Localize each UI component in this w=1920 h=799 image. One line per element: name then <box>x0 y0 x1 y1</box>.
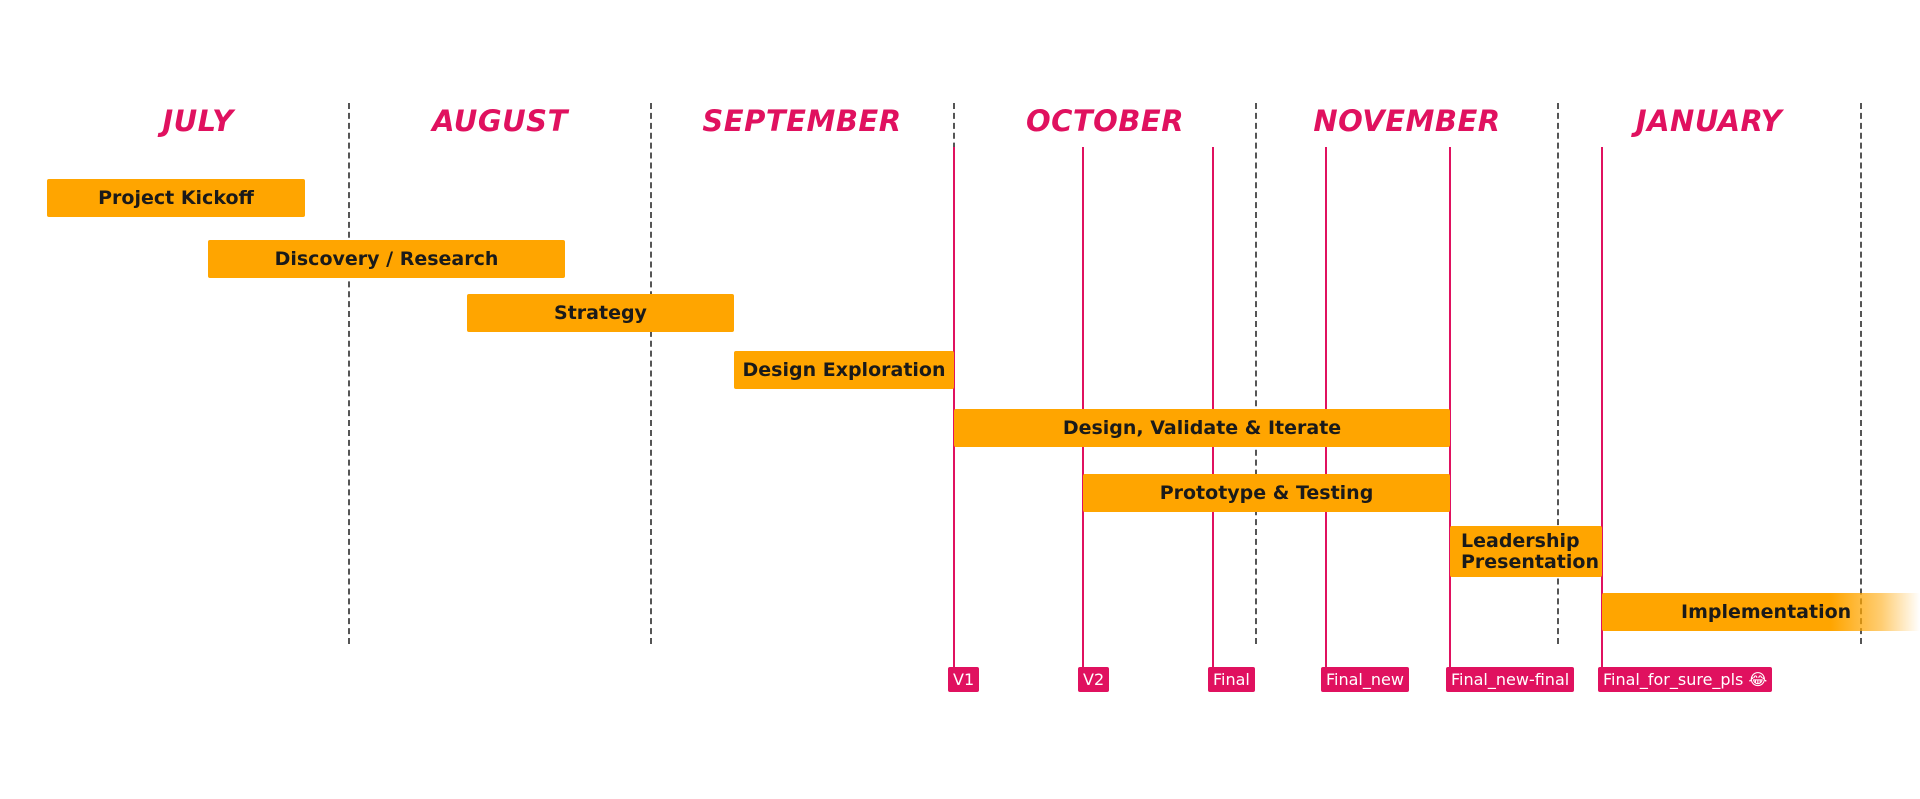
month-header-july: JULY <box>162 104 234 138</box>
milestone-tag-final-new-final: Final_new-final <box>1446 667 1575 692</box>
milestone-line-final-new <box>1325 147 1327 667</box>
milestone-line-v1 <box>953 147 955 667</box>
milestone-line-final <box>1212 147 1214 667</box>
phase-bar-implementation: Implementation <box>1602 593 1920 631</box>
month-header-august: AUGUST <box>432 104 568 138</box>
month-divider <box>1860 103 1862 644</box>
milestone-tag-v1: V1 <box>948 667 980 692</box>
month-header-january: JANUARY <box>1635 104 1783 138</box>
phase-bar-project-kickoff: Project Kickoff <box>47 179 305 217</box>
milestone-tag-final: Final <box>1208 667 1255 692</box>
month-divider <box>650 103 652 644</box>
phase-bar-strategy: Strategy <box>467 294 734 332</box>
month-divider <box>1255 103 1257 644</box>
milestone-tag-final-new: Final_new <box>1321 667 1409 692</box>
phase-bar-implementation-label: Implementation <box>1681 601 1852 623</box>
milestone-line-v2 <box>1082 147 1084 667</box>
month-header-october: OCTOBER <box>1025 104 1185 138</box>
phase-bar-design-validate-iterate: Design, Validate & Iterate <box>954 409 1450 447</box>
phase-bar-design-exploration: Design Exploration <box>734 351 954 389</box>
month-header-november: NOVEMBER <box>1313 104 1501 138</box>
month-divider <box>1557 103 1559 644</box>
milestone-line-final-for-sure <box>1601 147 1603 667</box>
phase-bar-leadership-presentation: Leadership Presentation <box>1450 526 1602 577</box>
phase-bar-discovery-research: Discovery / Research <box>208 240 565 278</box>
month-header-september: SEPTEMBER <box>702 104 902 138</box>
phase-bar-prototype-testing: Prototype & Testing <box>1083 474 1450 512</box>
milestone-tag-v2: V2 <box>1078 667 1110 692</box>
milestone-tag-final-for-sure: Final_for_sure_pls 😂 <box>1598 667 1773 692</box>
milestone-line-final-new-final <box>1449 147 1451 667</box>
month-divider <box>348 103 350 644</box>
